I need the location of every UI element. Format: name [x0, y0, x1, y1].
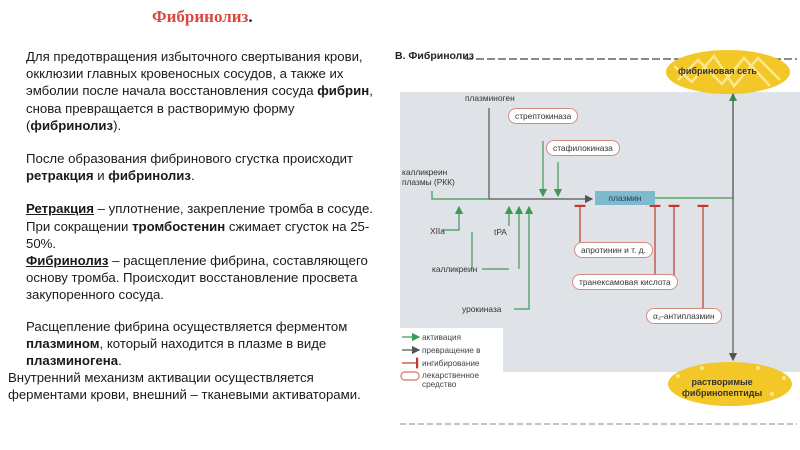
- staphylokinase-label: стафилокиназа: [546, 140, 620, 156]
- peptides-ellipse: [668, 362, 792, 406]
- tpa-label: tPA: [494, 227, 507, 237]
- kallikrein-plasma-label: калликреин плазмы (РКК): [402, 167, 455, 187]
- antiplasmin-label: α₂-антиплазмин: [646, 308, 722, 324]
- diagram-header: B. Фибринолиз: [395, 50, 475, 62]
- legend-inhibition: ингибирование: [422, 359, 480, 368]
- paragraph-fibrinolysis: Фибринолиз – расщепление фибрина, состав…: [26, 253, 368, 303]
- text-column: Для предотвращения избыточного свертыван…: [8, 48, 388, 404]
- xiia-arrow: [442, 205, 464, 231]
- plasmin-box: плазмин: [595, 191, 655, 205]
- kallikrein-plasma-line: [431, 191, 489, 200]
- paragraph-prevention: Для предотвращения избыточного свертыван…: [26, 49, 373, 133]
- peptides-dots: [676, 366, 786, 396]
- paragraph-after-clot: После образования фибринового сгустка пр…: [26, 151, 354, 184]
- fibrinolysis-diagram: B. Фибринолиз плазминоген стрептокиназа …: [392, 46, 800, 430]
- legend-drug-swatch: [400, 371, 420, 381]
- fibrin-net-lines: [673, 53, 781, 89]
- paragraph-plasmin: Расщепление фибрина осуществляется ферме…: [26, 318, 348, 369]
- legend-conversion: превращение в: [422, 346, 481, 355]
- peptides-label: растворимые фибринопептиды: [682, 377, 763, 398]
- plasminogen-label: плазминоген: [465, 93, 515, 103]
- legend-drug: лекарственное средство: [422, 371, 480, 389]
- fibrin-net-label: фибриновая сеть: [678, 66, 757, 76]
- urokinase-label: урокиназа: [462, 304, 502, 314]
- diagram-graphics: [398, 50, 800, 425]
- paragraph-retraction: Ретракция – уплотнение, закрепление тром…: [26, 201, 373, 251]
- page-title: Фибринолиз.: [152, 7, 253, 26]
- kallikrein-to-tpa: [471, 232, 509, 270]
- legend-box: [398, 328, 503, 408]
- streptokinase-label: стрептокиназа: [508, 108, 579, 124]
- urokinase-arrow: [514, 205, 534, 310]
- tranexamic-label: транексамовая кислота: [572, 274, 678, 290]
- kallikrein-label: калликреин: [432, 264, 478, 274]
- paragraph-activation-mechanism: Внутренний механизм активации осуществля…: [8, 370, 361, 403]
- legend-activation: активация: [422, 333, 462, 342]
- aprotinin-label: апротинин и т. д.: [574, 242, 653, 258]
- xiia-label: XIIa: [430, 226, 445, 236]
